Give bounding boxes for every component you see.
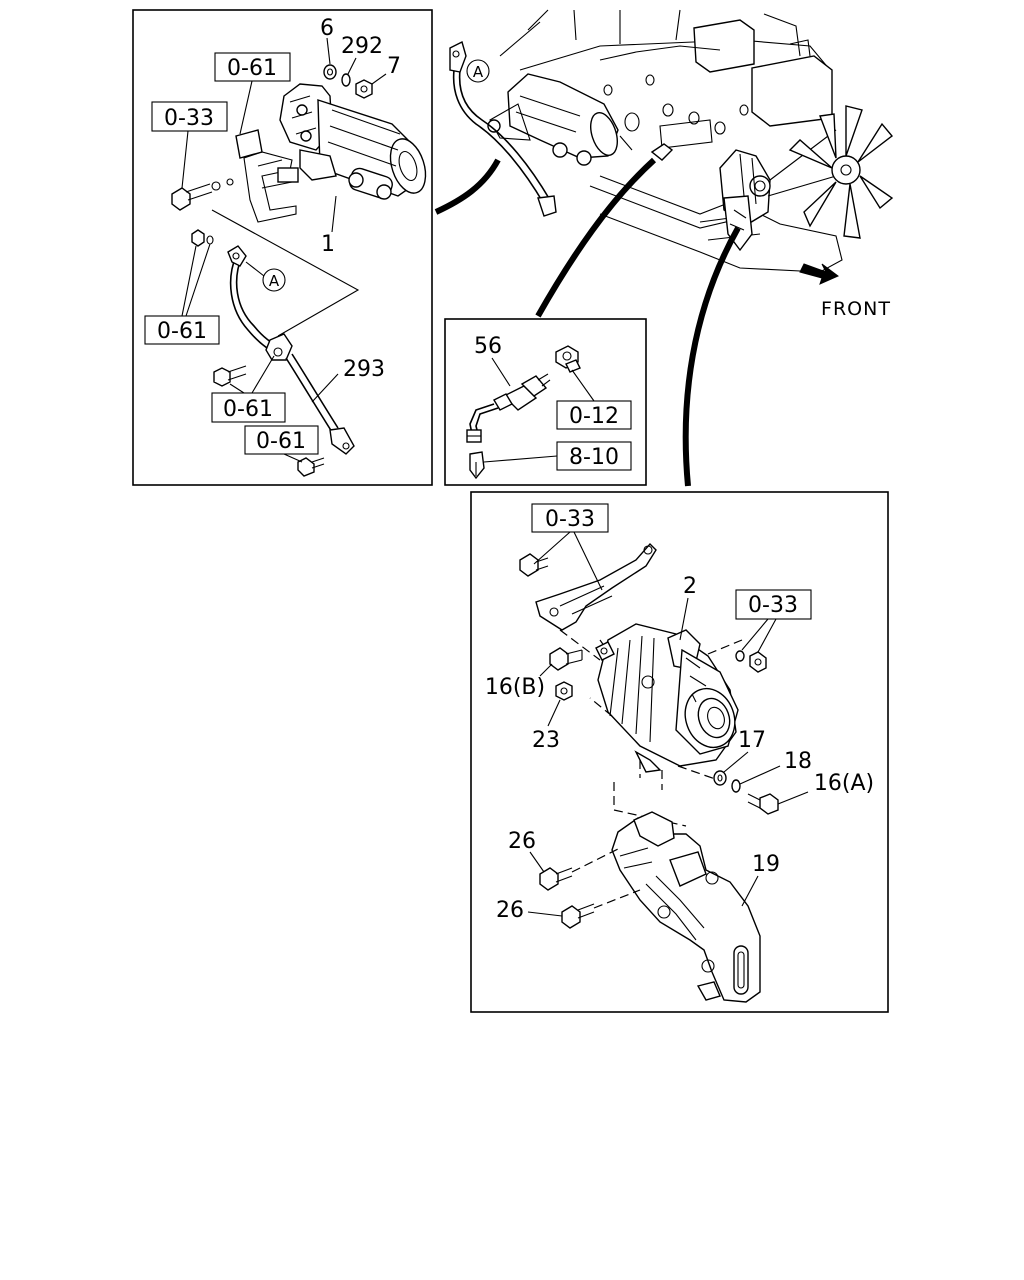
callout-16b: 16(B)	[485, 675, 545, 700]
callout-293: 293	[343, 357, 385, 382]
washer-nut-group	[323, 64, 373, 99]
starter-bracket	[235, 129, 299, 223]
ref-033-alt-top-label: 0-33	[545, 507, 595, 532]
starter-panel: A 0-61 0-33 0-61 0-61 0-61	[132, 9, 433, 486]
callout-292: 292	[341, 34, 383, 59]
ref-061-mid-label: 0-61	[157, 319, 207, 344]
terminal-810	[469, 451, 485, 480]
ref-061-mid: 0-61	[144, 243, 220, 345]
cable-nuts	[191, 229, 214, 247]
callout-26-upper: 26	[508, 829, 536, 854]
pressure-sensor	[466, 373, 551, 443]
callout-17: 17	[738, 728, 766, 753]
mounting-bracket	[611, 811, 761, 1003]
washer-nut-033	[735, 650, 767, 673]
ref-810-label: 8-10	[569, 445, 619, 470]
ref-033-left: 0-33	[151, 101, 228, 189]
ref-033-alt-right-label: 0-33	[748, 593, 798, 618]
alternator	[595, 623, 739, 773]
sensor-adapter	[555, 345, 581, 373]
engine-overview: A FRONT	[449, 9, 894, 320]
callout-26-lower: 26	[496, 898, 524, 923]
callout-6: 6	[320, 16, 334, 41]
callout-19: 19	[752, 852, 780, 877]
ref-061-b2: 0-61	[244, 425, 319, 463]
bolt-26-upper	[539, 847, 621, 891]
front-label: FRONT	[821, 298, 891, 320]
adjusting-bracket	[519, 542, 657, 631]
leader-sensor	[535, 157, 657, 318]
marker-a-engine-label: A	[473, 63, 484, 81]
ref-033-left-label: 0-33	[164, 106, 214, 131]
engine-sensor	[650, 143, 674, 161]
front-indicator: FRONT	[799, 263, 891, 320]
ref-061-b1-label: 0-61	[223, 397, 273, 422]
starter-mount-bolt	[171, 178, 234, 211]
sensor-panel: 56 0-12 8-10	[444, 318, 647, 486]
cooling-fan	[788, 105, 894, 239]
washer-17	[713, 770, 727, 786]
leader-starter	[434, 158, 501, 215]
alternator-panel: 0-33 0-33 2 16(B) 23 17 18 16(A) 26 26 1…	[470, 491, 889, 1013]
callout-16a: 16(A)	[814, 771, 874, 796]
washer-18	[731, 779, 741, 793]
ref-012: 0-12	[556, 369, 632, 430]
callout-56: 56	[474, 334, 502, 359]
ref-810: 8-10	[483, 441, 632, 471]
nut-23	[555, 681, 573, 701]
ref-012-label: 0-12	[569, 404, 619, 429]
ref-033-alt-top: 0-33	[531, 503, 609, 591]
engine-starter	[487, 73, 619, 166]
bolt-16b	[549, 647, 583, 671]
marker-a-engine: A	[466, 59, 490, 83]
bolt-16a	[747, 793, 779, 815]
engine-cable	[449, 40, 557, 217]
starter-cable	[213, 245, 355, 477]
callout-7: 7	[387, 54, 401, 79]
starter-motor	[279, 83, 427, 200]
arrow-right-icon	[799, 263, 839, 285]
callout-18: 18	[784, 749, 812, 774]
block-holes	[603, 74, 749, 135]
bolt-26-lower	[561, 889, 641, 929]
leader-alternator	[682, 226, 741, 487]
ref-061-b1: 0-61	[211, 355, 286, 423]
ref-061-top: 0-61	[214, 52, 291, 135]
callout-1: 1	[321, 232, 335, 257]
marker-a-label: A	[269, 272, 280, 290]
callout-23: 23	[532, 728, 560, 753]
marker-a-starter: A	[245, 261, 286, 292]
callout-2: 2	[683, 574, 697, 599]
ref-033-alt-right: 0-33	[735, 589, 812, 653]
ref-061-top-label: 0-61	[227, 56, 277, 81]
ref-061-b2-label: 0-61	[256, 429, 306, 454]
